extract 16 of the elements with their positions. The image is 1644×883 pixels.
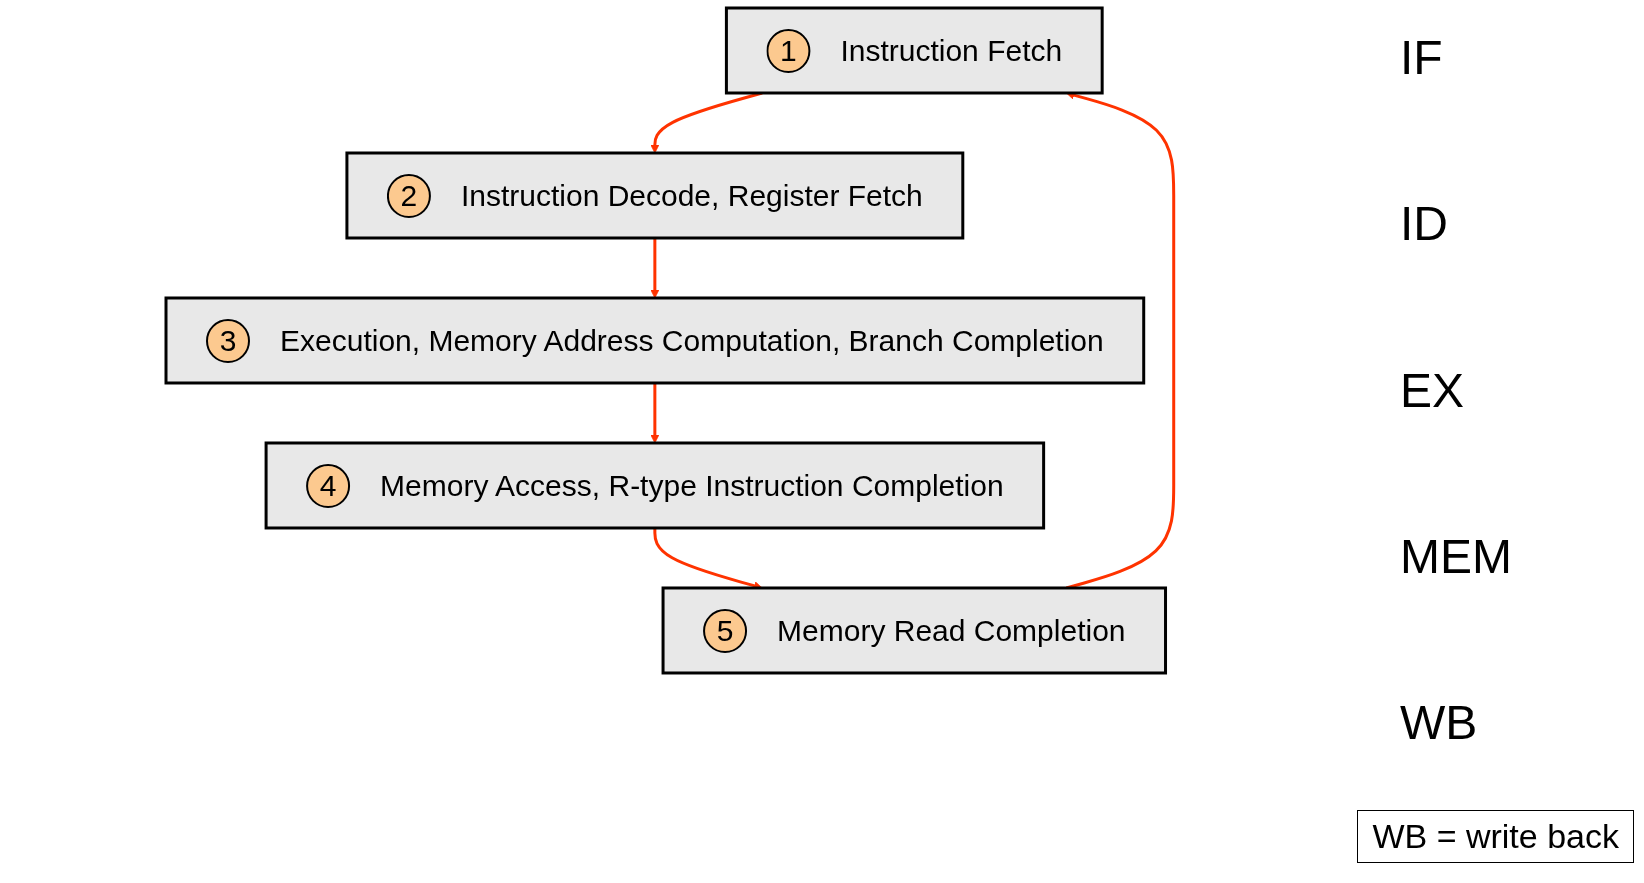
stage-label: Memory Access, R-type Instruction Completion xyxy=(380,469,1004,502)
node-box xyxy=(345,151,965,240)
stage-label: Execution, Memory Address Computation, Branch Completion xyxy=(280,324,1104,357)
note: WB = write back xyxy=(1357,810,1634,863)
node-box xyxy=(164,296,1146,385)
stage-abbreviation: MEM xyxy=(1400,528,1512,584)
node-box xyxy=(725,6,1104,95)
stage-abbreviation: WB xyxy=(1400,695,1479,750)
node-box xyxy=(661,586,1168,675)
stage-abbreviation: IF xyxy=(1400,30,1444,85)
stage-label: Instruction Decode, Register Fetch xyxy=(461,179,923,212)
stage-label: Instruction Fetch xyxy=(840,34,1063,67)
stage-abbreviation: EX xyxy=(1400,362,1466,418)
stage-label: Memory Read Completion xyxy=(777,614,1126,647)
stage-abbreviation: ID xyxy=(1400,196,1449,252)
node-box xyxy=(264,441,1046,530)
